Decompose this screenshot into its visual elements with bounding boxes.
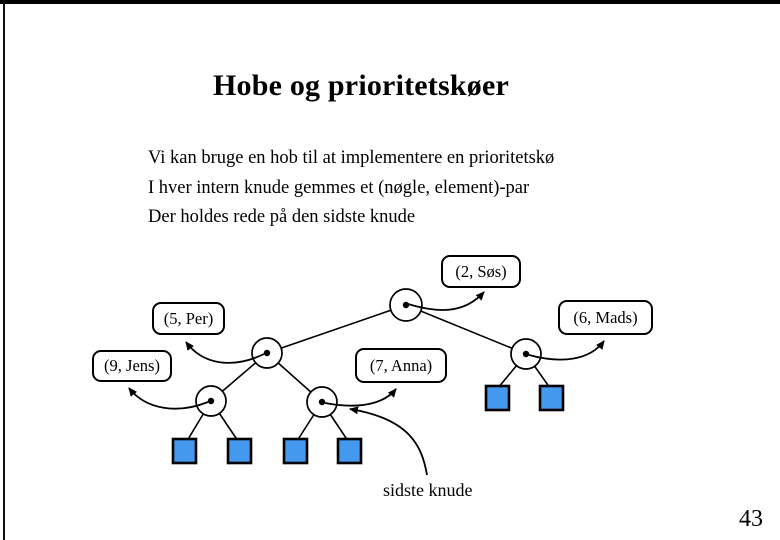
- slide-left-border: [3, 0, 5, 540]
- page-number: 43: [739, 506, 763, 532]
- last-node-annotation: sidste knude: [383, 480, 473, 500]
- node-label-text: (6, Mads): [573, 307, 638, 327]
- node-dot: [207, 397, 215, 405]
- slide-title: Hobe og prioritetskøer: [212, 69, 509, 102]
- node-label-9-jens: (9, Jens): [92, 350, 172, 382]
- node-dot: [318, 398, 326, 406]
- leaf-node-square: [538, 384, 565, 412]
- bullet-line-1: Vi kan bruge en hob til at implementere …: [148, 148, 555, 168]
- bullet-line-3: Der holdes rede på den sidste knude: [148, 207, 416, 227]
- node-center-dots: [207, 301, 530, 406]
- node-label-text: (9, Jens): [104, 356, 160, 375]
- arrow-leftgrand-to-label-jens: [128, 387, 209, 410]
- arrow-sidste-knude-to-last-node: [349, 406, 428, 476]
- node-label-text: (2, Søs): [455, 261, 507, 281]
- leaf-node-square: [171, 437, 198, 465]
- arrow-right-to-label-mads: [528, 340, 605, 361]
- arrow-rightgrand-to-label-anna: [324, 388, 397, 407]
- callout-arrows: [128, 291, 605, 476]
- leaf-nodes: [171, 384, 565, 465]
- bullet-list: Vi kan bruge en hob til at implementere …: [148, 144, 554, 233]
- leaf-node-square: [336, 437, 363, 465]
- edge-root-left: [266, 304, 407, 354]
- arrow-left-to-label-per: [185, 341, 265, 364]
- node-label-6-mads: (6, Mads): [558, 300, 653, 335]
- leaf-node-square: [484, 384, 511, 412]
- arrow-root-to-label-sos: [407, 291, 485, 311]
- bullet-line-2: I hver intern knude gemmes et (nøgle, el…: [148, 177, 530, 198]
- node-label-7-anna: (7, Anna): [355, 348, 447, 383]
- node-label-text: (5, Per): [163, 308, 214, 328]
- node-label-5-per: (5, Per): [152, 302, 225, 335]
- edge-root-right: [405, 304, 527, 355]
- slide-top-border: [0, 0, 780, 4]
- node-dot: [522, 350, 530, 358]
- node-dot: [402, 301, 410, 309]
- node-label-2-sos: (2, Søs): [441, 255, 521, 288]
- node-label-text: (7, Anna): [369, 355, 433, 375]
- leaf-node-square: [282, 437, 309, 465]
- node-dot: [263, 349, 271, 357]
- leaf-node-square: [226, 437, 253, 465]
